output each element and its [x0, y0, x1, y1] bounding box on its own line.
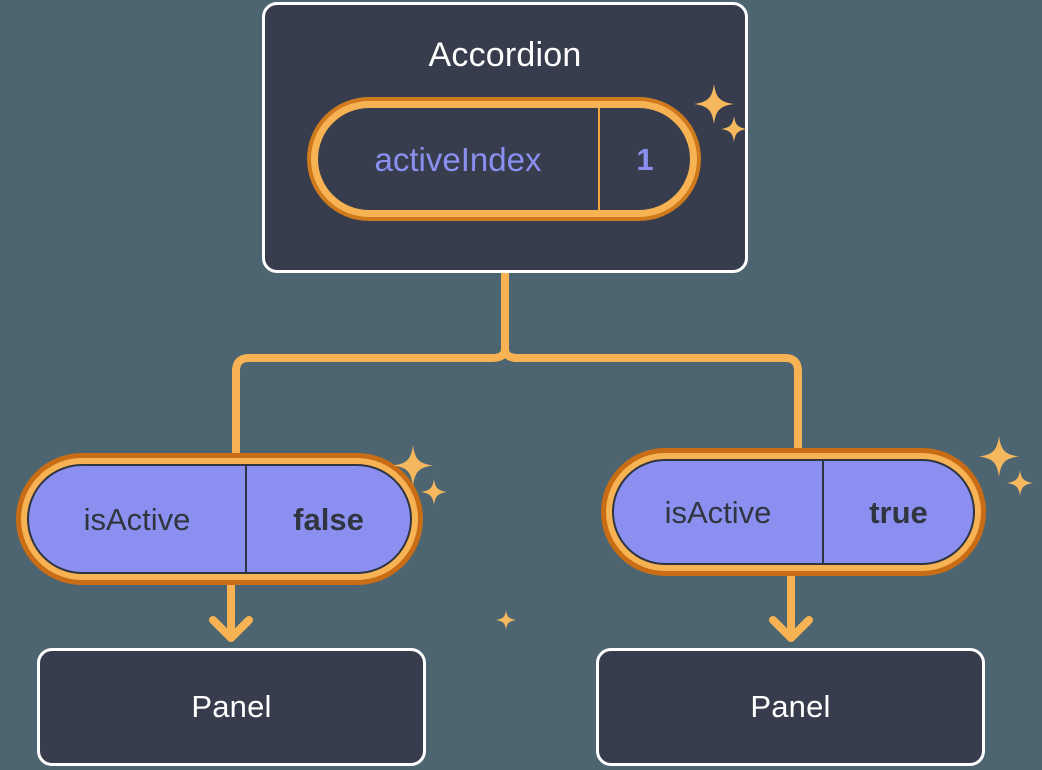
prop-pill-isactive-false[interactable]: isActive false [16, 453, 423, 585]
pill-ring-band: isActive true [606, 453, 981, 571]
panel-left-title: Panel [191, 689, 272, 724]
sparkle-icon [979, 436, 1033, 496]
state-value-label: 1 [636, 141, 654, 177]
panel-right-title: Panel [750, 689, 831, 724]
pill-body: isActive true [612, 459, 975, 565]
prop-key-label: isActive [614, 461, 824, 563]
prop-key-label: isActive [29, 466, 247, 572]
pill-ring-band: activeIndex 1 [311, 101, 697, 217]
component-node-panel-right[interactable]: Panel [596, 648, 985, 766]
component-node-panel-left[interactable]: Panel [37, 648, 426, 766]
arrow-right-head [769, 616, 813, 642]
state-pill-activeindex[interactable]: activeIndex 1 [307, 97, 701, 221]
pill-ring-band: isActive false [21, 458, 418, 580]
state-key-label: activeIndex [318, 108, 600, 210]
pill-body: activeIndex 1 [318, 108, 690, 210]
accordion-title: Accordion [428, 36, 582, 74]
sparkle-icon [496, 610, 516, 630]
connector-branch [232, 345, 802, 382]
arrow-left-head [209, 616, 253, 642]
prop-value-label: false [293, 501, 364, 537]
prop-pill-isactive-true[interactable]: isActive true [601, 448, 986, 576]
pill-body: isActive false [27, 464, 412, 574]
prop-value-label: true [869, 494, 928, 530]
